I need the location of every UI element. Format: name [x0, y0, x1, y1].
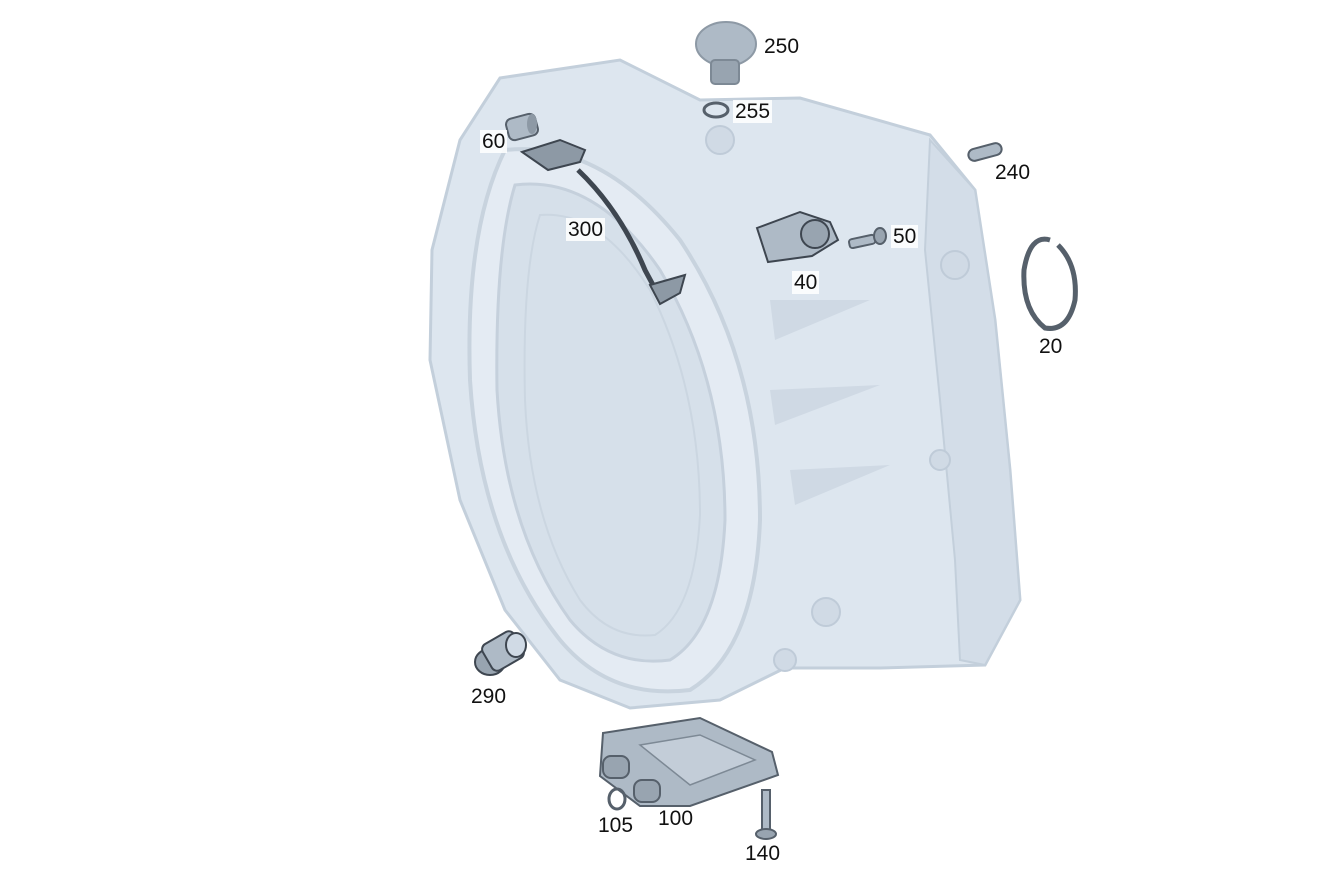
housing-rib-1	[770, 300, 870, 340]
housing-inner-ring	[523, 213, 702, 637]
part-20-snap-ring[interactable]	[1021, 236, 1078, 331]
part-300-wiring-harness[interactable]	[519, 138, 687, 306]
part-140-bolt[interactable]	[755, 789, 777, 840]
housing-boss	[940, 250, 970, 280]
part-105-o-ring[interactable]	[607, 787, 627, 811]
part-240-pin[interactable]	[967, 142, 1003, 162]
callout-40: 40	[792, 271, 820, 294]
callout-255: 255	[733, 100, 773, 123]
housing-boss	[773, 648, 797, 672]
part-290-fitting[interactable]	[474, 629, 527, 676]
part-40-sensor[interactable]	[755, 210, 840, 264]
housing-boss	[929, 449, 951, 471]
housing-rib-2	[770, 385, 880, 425]
callout-50: 50	[891, 225, 919, 248]
callout-290: 290	[469, 685, 509, 708]
callout-240: 240	[993, 161, 1033, 184]
callout-105: 105	[596, 814, 636, 837]
callout-250: 250	[762, 35, 802, 58]
part-255-o-ring[interactable]	[702, 101, 730, 119]
part-60-sleeve[interactable]	[505, 112, 540, 142]
housing-boss	[705, 125, 735, 155]
callout-140: 140	[743, 842, 783, 865]
callout-300: 300	[566, 218, 606, 241]
part-100-valve-plate[interactable]	[598, 716, 780, 807]
callout-60: 60	[480, 130, 508, 153]
callout-20: 20	[1037, 335, 1065, 358]
housing-bore	[495, 182, 727, 663]
housing-rib-3	[790, 465, 890, 505]
transmission-housing	[428, 58, 1022, 710]
housing-boss	[811, 597, 841, 627]
part-250-breather-cap[interactable]	[695, 21, 757, 85]
callout-100: 100	[656, 807, 696, 830]
part-50-bolt[interactable]	[848, 227, 887, 250]
